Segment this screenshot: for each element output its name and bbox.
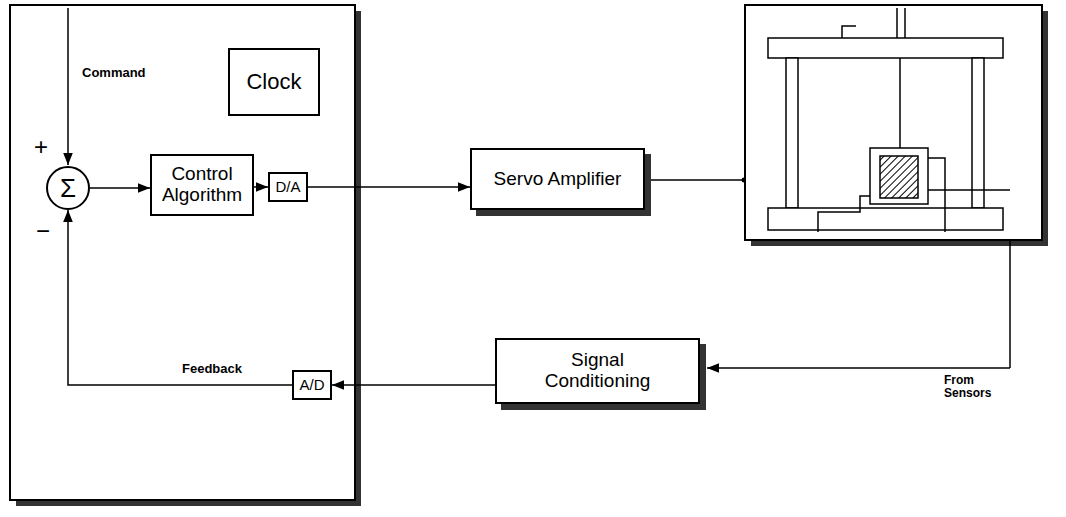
signal-connector bbox=[68, 210, 292, 385]
node-text: D/A bbox=[275, 179, 300, 196]
control-algorithm-box: Control Algorithm bbox=[150, 154, 254, 216]
node-text: Clock bbox=[246, 70, 301, 94]
test-machine bbox=[768, 8, 1010, 232]
converter-box: D/A bbox=[268, 172, 308, 202]
node-text: Signal Conditioning bbox=[533, 350, 663, 392]
circle-outline bbox=[47, 167, 89, 209]
signal-name: From Sensors bbox=[944, 374, 1004, 400]
node-text: Control Algorithm bbox=[156, 164, 248, 206]
sensor-line bbox=[707, 367, 1010, 369]
edge-label: Feedback bbox=[180, 362, 244, 376]
node-text: Σ bbox=[60, 174, 76, 203]
sign-symbol: − bbox=[36, 218, 50, 244]
node-text: Servo Amplifier bbox=[494, 169, 622, 190]
clock-box: Clock bbox=[228, 48, 320, 116]
signal-connector bbox=[308, 186, 470, 188]
node-text: A/D bbox=[299, 377, 324, 394]
signal-connector bbox=[254, 186, 268, 188]
signal-name: Command bbox=[82, 66, 146, 80]
test-machine-panel bbox=[745, 5, 1042, 240]
command-line bbox=[67, 8, 69, 165]
sensor-line bbox=[1009, 240, 1011, 368]
servo-amplifier-box: Servo Amplifier bbox=[470, 148, 645, 210]
signal-connector bbox=[90, 187, 150, 189]
controller-panel bbox=[10, 5, 355, 500]
drive-line bbox=[650, 179, 743, 181]
signal-conditioning-box: Signal Conditioning bbox=[495, 338, 700, 404]
signal-connector bbox=[332, 384, 495, 386]
converter-box: A/D bbox=[292, 370, 332, 400]
sign-symbol: + bbox=[34, 134, 48, 160]
summing-junction: Σ bbox=[46, 166, 90, 210]
